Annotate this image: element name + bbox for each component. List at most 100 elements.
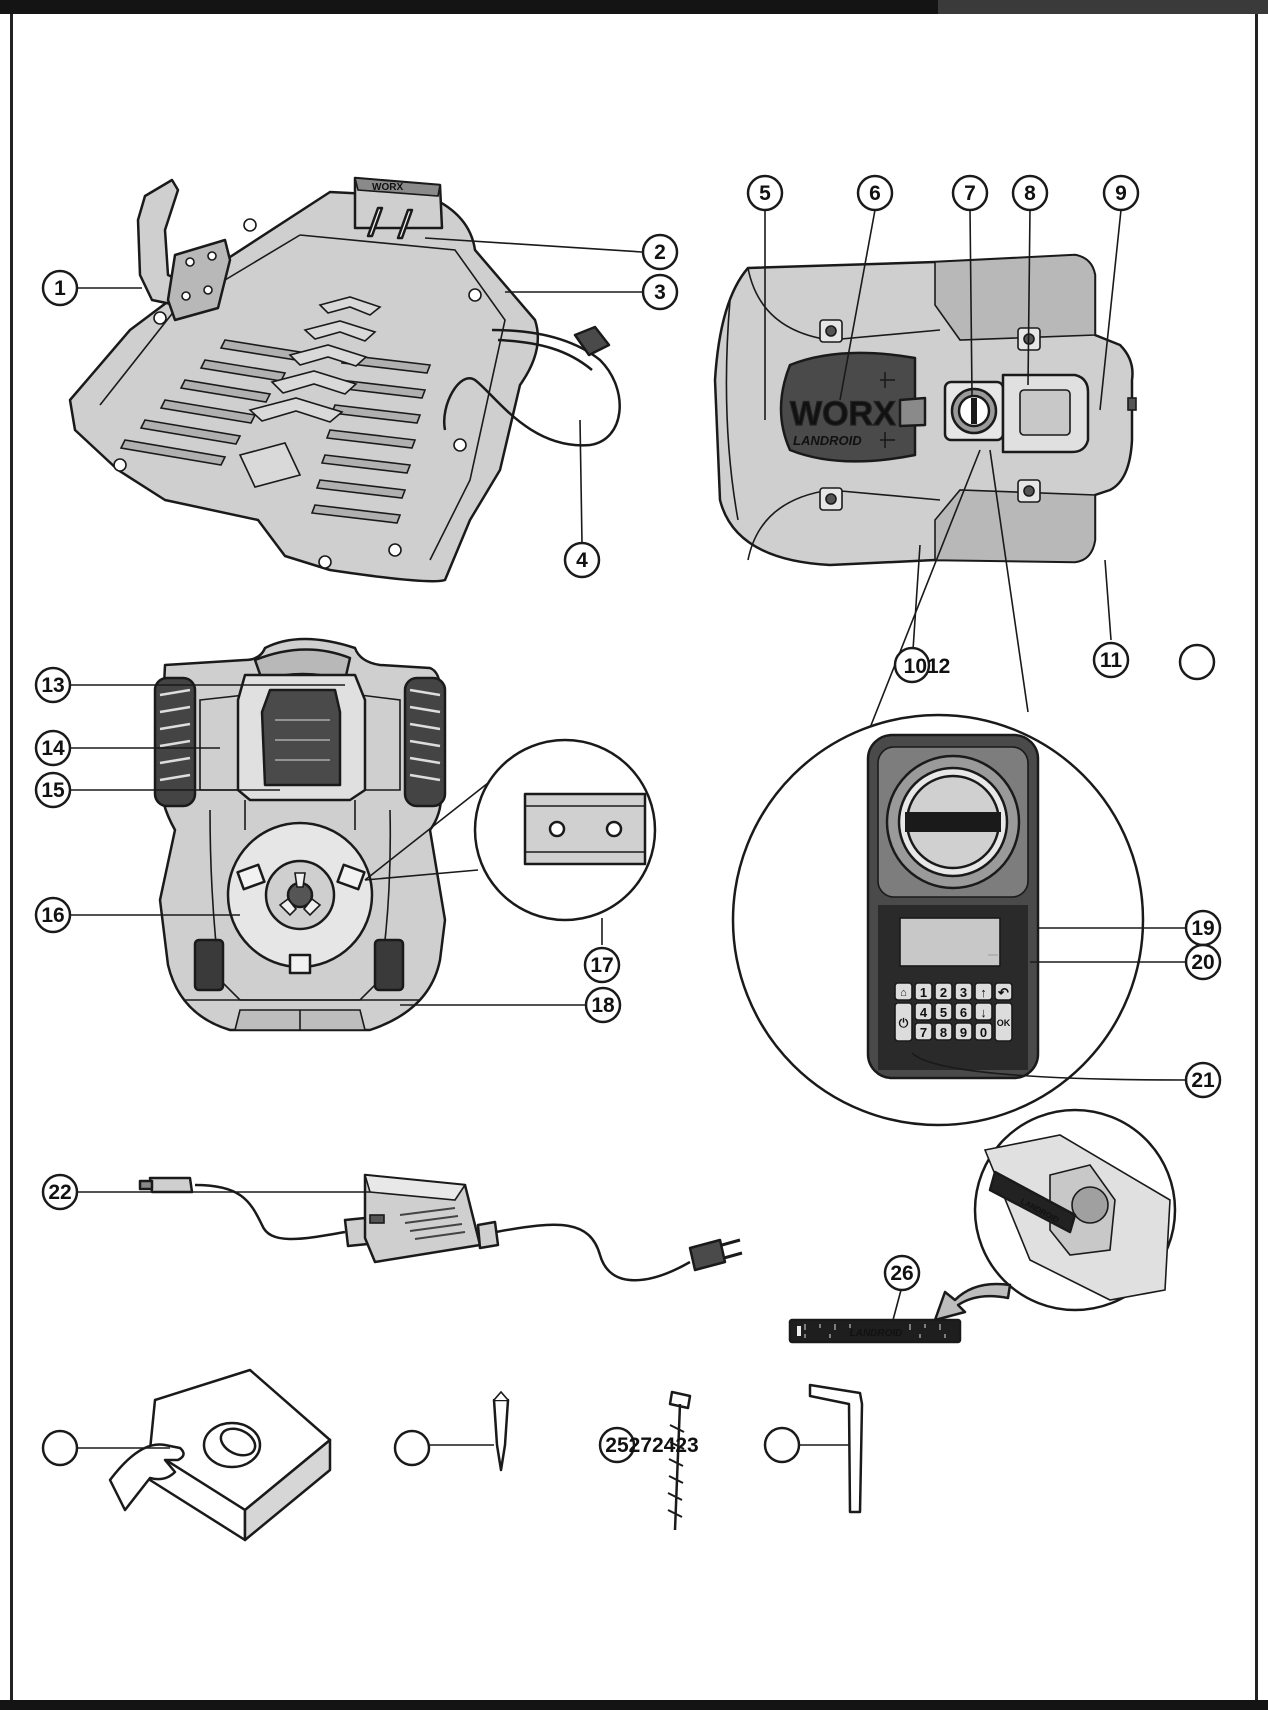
callout-empty-key <box>763 1426 801 1464</box>
svg-text:11: 11 <box>1100 649 1123 672</box>
key-7[interactable] <box>914 1022 933 1041</box>
callout-2: 2 <box>641 233 679 271</box>
down-key[interactable] <box>974 1002 993 1021</box>
callout-26: 26 <box>883 1254 921 1292</box>
down-arrow-icon: ↓ <box>980 1005 987 1020</box>
callout-7: 7 <box>951 174 989 212</box>
key-4-label: 4 <box>920 1005 928 1020</box>
callout-8: 8 <box>1011 174 1049 212</box>
mower-bottom-view <box>153 637 447 1032</box>
key-1-label: 1 <box>920 985 927 1000</box>
svg-text:16: 16 <box>41 904 64 927</box>
base-chevrons <box>248 296 382 423</box>
mower-brand-label: WORX <box>790 395 896 433</box>
key-3-label: 3 <box>960 985 967 1000</box>
mower-top-view: WORX LANDROID <box>713 253 1137 567</box>
key-9[interactable] <box>954 1022 973 1041</box>
ruler-brand-label: LANDROID <box>850 1328 903 1339</box>
svg-text:4: 4 <box>576 549 588 572</box>
callout-18: 18 <box>584 986 622 1024</box>
page-frame <box>10 14 1258 1700</box>
key-6-label: 6 <box>960 1005 967 1020</box>
base-brand-label: WORX <box>372 182 403 193</box>
callout-17: 17 <box>583 946 621 984</box>
callout-25-27-24-23: 25272423 <box>598 1426 699 1464</box>
power-key[interactable] <box>894 1002 913 1042</box>
key-6[interactable] <box>954 1002 973 1021</box>
svg-text:15: 15 <box>41 779 65 802</box>
svg-text:17: 17 <box>590 954 613 977</box>
key-9-label: 9 <box>960 1025 967 1040</box>
key-5-label: 5 <box>940 1005 947 1020</box>
svg-text:1: 1 <box>54 277 66 300</box>
back-arrow-icon: ↶ <box>997 985 1009 1000</box>
callout-10-12: 1012 <box>893 646 951 684</box>
power-supply <box>138 1173 743 1282</box>
svg-text:25272423: 25272423 <box>605 1434 698 1457</box>
ruler-detail: LANDROID LANDROID <box>788 1108 1177 1344</box>
base-screw-holes <box>113 218 482 569</box>
svg-text:26: 26 <box>890 1262 913 1285</box>
bottom-border <box>0 1700 1268 1710</box>
key-3[interactable] <box>954 982 973 1001</box>
up-key[interactable] <box>974 982 993 1001</box>
leader-lines <box>70 209 1186 1449</box>
callout-11: 11 <box>1092 641 1130 679</box>
blade-detail <box>364 738 657 922</box>
svg-text:19: 19 <box>1191 917 1214 940</box>
charging-base: WORX <box>68 176 621 583</box>
ok-key[interactable] <box>994 1002 1013 1042</box>
callout-empty-pad <box>41 1429 79 1467</box>
svg-text:2: 2 <box>654 241 666 264</box>
base-slats-left <box>119 339 302 466</box>
callout-1: 1 <box>41 269 79 307</box>
ok-key-label: OK <box>997 1018 1011 1028</box>
svg-text:3: 3 <box>654 281 666 304</box>
key-7-label: 7 <box>920 1025 927 1040</box>
key-8-label: 8 <box>940 1025 947 1040</box>
callout-3: 3 <box>641 273 679 311</box>
key-4[interactable] <box>914 1002 933 1021</box>
up-arrow-icon: ↑ <box>980 985 987 1000</box>
callout-20: 20 <box>1184 943 1222 981</box>
base-slats-right <box>310 354 432 524</box>
svg-text:20: 20 <box>1191 951 1214 974</box>
keypad: ⌂ 1 2 3 ↑ ↶ ⏻ 4 5 6 ↓ OK 7 8 9 0 <box>894 982 1013 1042</box>
svg-text:21: 21 <box>1191 1069 1215 1092</box>
svg-text:5: 5 <box>759 182 771 205</box>
callout-21: 21 <box>1184 1061 1222 1099</box>
callout-5: 5 <box>746 174 784 212</box>
svg-text:7: 7 <box>964 182 976 205</box>
svg-text:22: 22 <box>48 1181 71 1204</box>
key-0[interactable] <box>974 1022 993 1041</box>
key-2-label: 2 <box>940 985 947 1000</box>
callout-22: 22 <box>41 1173 79 1211</box>
callout-empty-peg <box>393 1429 431 1467</box>
power-icon: ⏻ <box>899 1016 909 1030</box>
callout-6: 6 <box>856 174 894 212</box>
accessories <box>108 1368 864 1542</box>
callout-9: 9 <box>1102 174 1140 212</box>
svg-text:13: 13 <box>41 674 64 697</box>
callout-empty-right <box>1178 643 1216 681</box>
svg-text:6: 6 <box>869 182 881 205</box>
key-2[interactable] <box>934 982 953 1001</box>
svg-text:8: 8 <box>1024 182 1036 205</box>
key-1[interactable] <box>914 982 933 1001</box>
mower-subbrand-label: LANDROID <box>793 433 862 448</box>
callout-19: 19 <box>1184 909 1222 947</box>
callout-4: 4 <box>563 541 601 579</box>
callout-15: 15 <box>34 771 72 809</box>
rear-wheels <box>153 676 447 808</box>
key-5[interactable] <box>934 1002 953 1021</box>
svg-text:9: 9 <box>1115 182 1127 205</box>
key-8[interactable] <box>934 1022 953 1041</box>
back-key[interactable] <box>994 982 1013 1001</box>
key-0-label: 0 <box>980 1025 987 1040</box>
svg-text:14: 14 <box>41 737 65 760</box>
svg-text:1012: 1012 <box>904 655 951 678</box>
home-key[interactable] <box>894 982 913 1001</box>
callout-16: 16 <box>34 896 72 934</box>
home-icon: ⌂ <box>900 987 907 999</box>
